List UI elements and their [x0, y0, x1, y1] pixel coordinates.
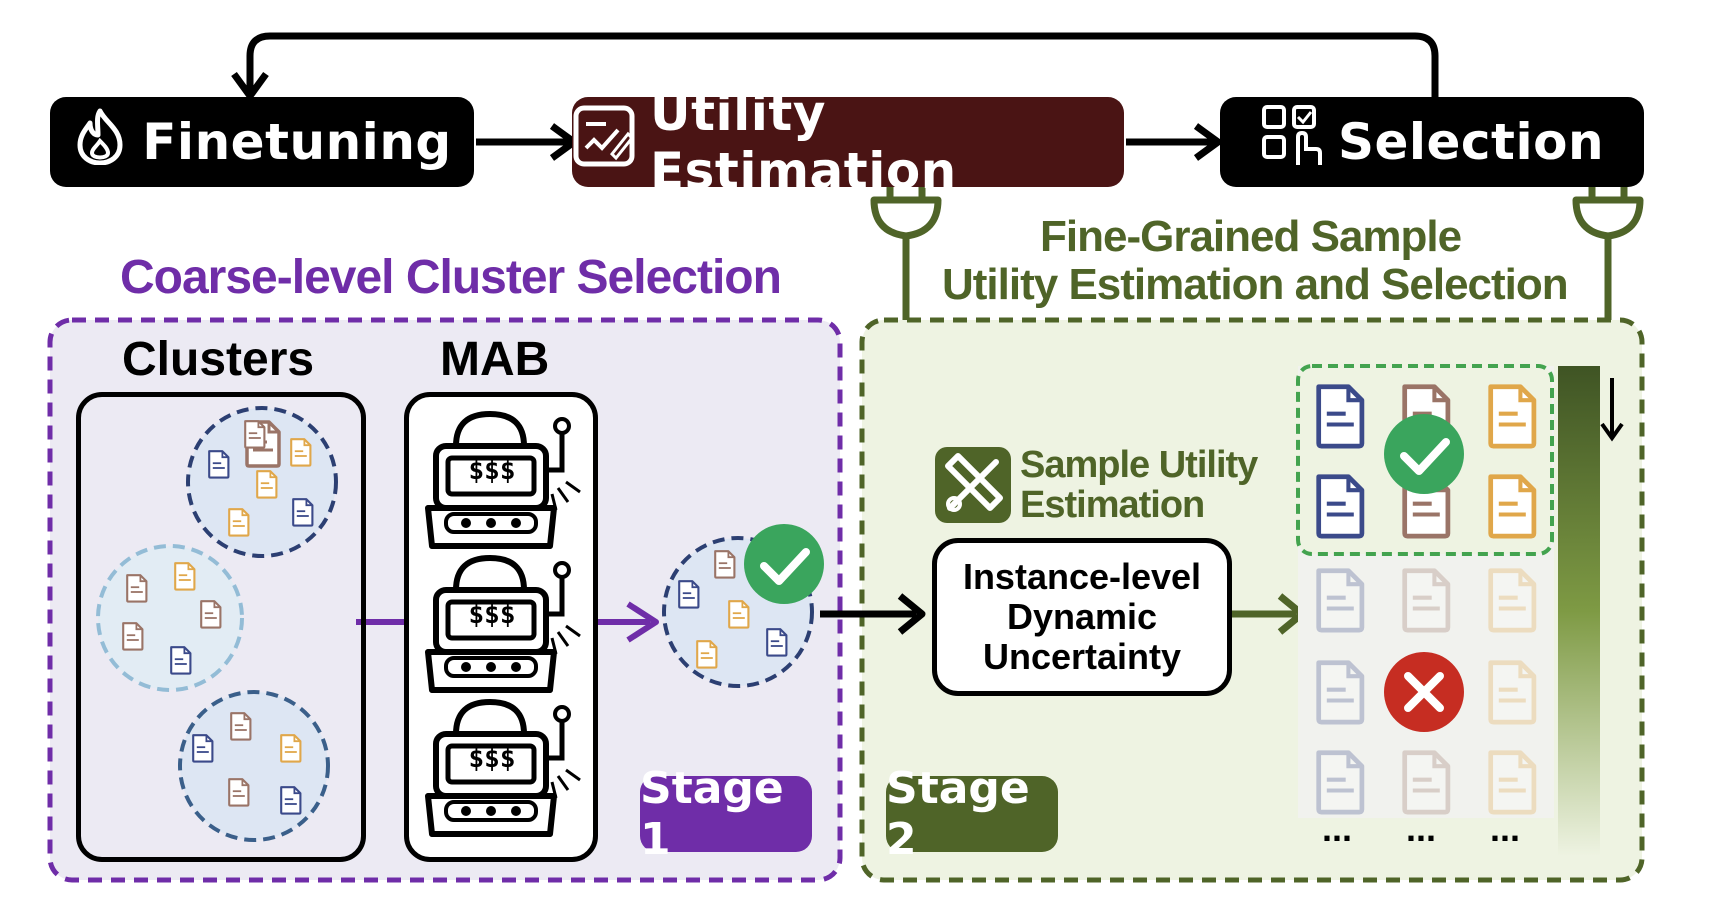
- selection-label: Selection: [1337, 113, 1605, 171]
- instance-box-line2: Dynamic: [1006, 596, 1158, 637]
- cross-badge-icon: [1384, 652, 1464, 732]
- sample-utility-line2: Estimation: [1020, 484, 1205, 526]
- slot-machine-icon: $$$: [422, 554, 582, 694]
- slot-display: $$$: [468, 744, 516, 774]
- stage2-heading-line2: Utility Estimation and Selection: [942, 260, 1569, 309]
- utility-estimation-label: Utility Estimation: [650, 84, 957, 200]
- slot-display: $$$: [468, 600, 516, 630]
- ellipsis: ...: [1322, 808, 1353, 849]
- tools-icon: [935, 447, 1011, 523]
- down-arrow-icon: [1602, 376, 1622, 440]
- stage1-tag: Stage 1: [640, 763, 812, 865]
- clusters-box: [76, 392, 366, 862]
- ellipsis: ...: [1490, 808, 1521, 849]
- mab-label: MAB: [440, 333, 550, 386]
- check-badge-icon: [744, 524, 824, 604]
- slot-machine-icon: $$$: [422, 410, 582, 550]
- plug-icon: [1572, 180, 1644, 240]
- clusters-label: Clusters: [122, 333, 315, 386]
- flame-icon: [72, 107, 128, 177]
- sample-utility-line1: Sample Utility: [1020, 444, 1258, 486]
- stage2-tag: Stage 2: [886, 763, 1058, 865]
- check-badge-icon: [1384, 414, 1464, 494]
- grid-select-icon: [1260, 103, 1324, 181]
- plug-icon: [870, 180, 942, 240]
- finetuning-node: Finetuning: [50, 97, 474, 187]
- ellipsis: ...: [1406, 808, 1437, 849]
- instance-uncertainty-box: Instance-level Dynamic Uncertainty: [932, 538, 1232, 696]
- slot-machine-icon: $$$: [422, 698, 582, 838]
- stage2-heading-line1: Fine-Grained Sample: [1040, 212, 1462, 261]
- finetuning-label: Finetuning: [142, 113, 452, 171]
- stage1-heading: Coarse-level Cluster Selection: [120, 251, 782, 304]
- selection-node: Selection: [1220, 97, 1644, 187]
- slot-display: $$$: [468, 456, 516, 486]
- checklist-icon: [572, 104, 636, 180]
- instance-box-line3: Uncertainty: [982, 636, 1182, 677]
- utility-estimation-node: Utility Estimation: [572, 84, 1124, 200]
- instance-box-line1: Instance-level: [962, 556, 1202, 597]
